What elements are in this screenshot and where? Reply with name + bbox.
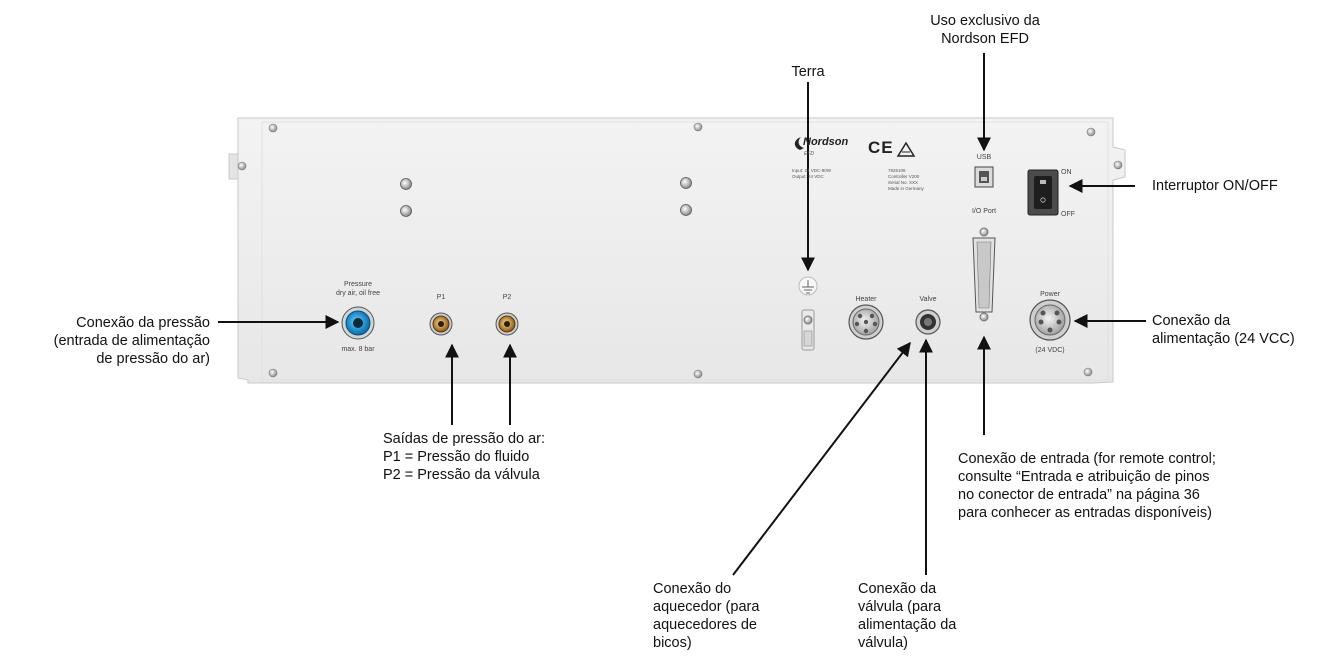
io-port-dsub [972, 227, 996, 322]
pressure-max-label: max. 8 bar [341, 346, 375, 353]
p1-outlet-fitting [429, 312, 453, 336]
valve-panel-label: Valve [919, 296, 937, 303]
nordson-logo-icon [794, 137, 804, 150]
power-rocker-switch [1027, 169, 1059, 216]
screw [268, 368, 278, 378]
p2-outlet-fitting [495, 312, 519, 336]
leader-lines [218, 53, 1146, 576]
ground-terminal [801, 309, 815, 351]
usb-panel-label: USB [976, 154, 992, 161]
panel-inner [261, 121, 1109, 381]
io-port-panel-label: I/O Port [971, 208, 997, 215]
screws [237, 122, 1123, 379]
nordson-logo-sub: EFD [804, 151, 814, 157]
leader-heater [732, 341, 911, 576]
callout-conexao-alimentacao: Conexão da alimentação (24 VCC) [1152, 313, 1295, 347]
heater-panel-label: Heater [855, 296, 877, 303]
p2-panel-label: P2 [502, 294, 512, 301]
callout-conexao-pressao: Conexão da pressão (entrada de alimentaç… [53, 315, 210, 367]
pressure-panel-label: Pressure dry air, oil free [336, 281, 380, 297]
power-voltage-label: (24 VDC) [1035, 347, 1065, 354]
panel-left-flange [228, 153, 239, 180]
screw [1083, 367, 1093, 377]
ce-mark: CE [868, 138, 894, 157]
screw [1086, 127, 1096, 137]
device-info-label: 7925106 Controller V200 Serial No. XXX M… [888, 168, 924, 191]
callout-conexao-valvula: Conexão da válvula (para alimentação da … [858, 581, 957, 651]
on-panel-label: ON [1061, 169, 1072, 176]
heater-connector [848, 304, 884, 340]
screw [1113, 160, 1123, 170]
screw [680, 177, 692, 189]
screw [693, 369, 703, 379]
input-output-rating: Input: 24 VDC-90W Output: 24 VDC [792, 168, 832, 179]
usb-port [974, 166, 994, 188]
callout-conexao-entrada: Conexão de entrada (for remote control; … [958, 451, 1216, 521]
triangle-mark-icon [896, 141, 916, 157]
p1-panel-label: P1 [436, 294, 446, 301]
nordson-logo-text: Nordson [803, 136, 849, 148]
screw [400, 178, 412, 190]
power-connector [1029, 299, 1071, 341]
callout-terra: Terra [791, 64, 825, 80]
panel-body [237, 117, 1126, 384]
valve-connector [915, 309, 941, 335]
ground-symbol [798, 276, 818, 296]
callout-uso-exclusivo: Uso exclusivo da Nordson EFD [930, 13, 1040, 47]
pressure-inlet-fitting [341, 306, 375, 340]
screw [693, 122, 703, 132]
screw [268, 123, 278, 133]
callout-interruptor: Interruptor ON/OFF [1152, 178, 1278, 194]
callout-saidas-pressao: Saídas de pressão do ar: P1 = Pressão do… [383, 431, 546, 483]
screw [400, 205, 412, 217]
power-panel-label: Power [1040, 291, 1060, 298]
screw [237, 161, 247, 171]
off-panel-label: OFF [1061, 211, 1075, 218]
screw [680, 204, 692, 216]
callout-conexao-aquecedor: Conexão do aquecedor (para aquecedores d… [653, 581, 760, 651]
